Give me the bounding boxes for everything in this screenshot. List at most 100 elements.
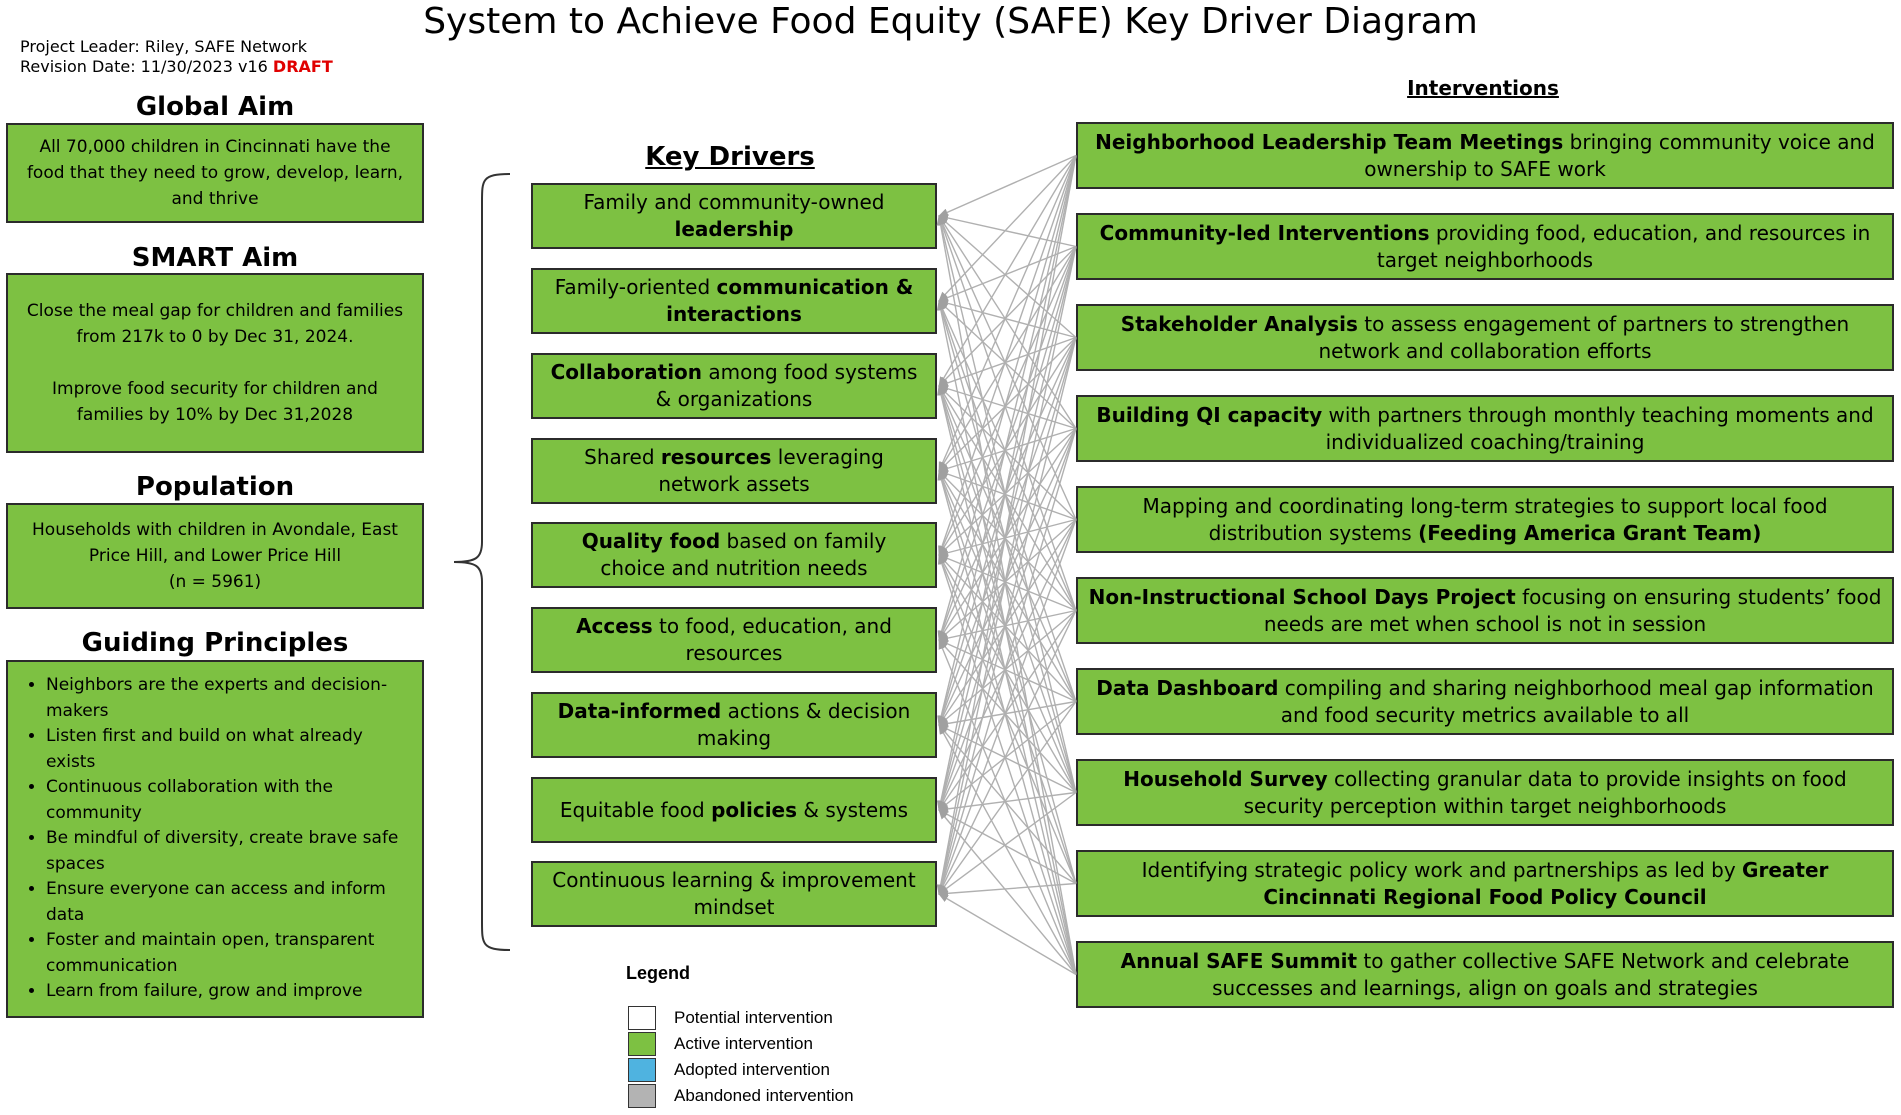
intervention-box: Annual SAFE Summit to gather collective … <box>1076 941 1894 1008</box>
guiding-principles-box: Neighbors are the experts and decision-m… <box>6 660 424 1018</box>
connector-arrow <box>938 385 1077 611</box>
legend-item: Abandoned intervention <box>628 1083 854 1109</box>
legend-label: Active intervention <box>674 1034 813 1053</box>
bold-segment: Community-led Interventions <box>1099 220 1430 245</box>
guiding-principle-item: Listen first and build on what already e… <box>46 724 412 775</box>
key-driver-label: Collaboration among food systems & organ… <box>547 359 921 413</box>
guiding-principle-item: Continuous collaboration with the commun… <box>46 775 412 826</box>
connector-arrow <box>938 337 1077 641</box>
legend-item: Active intervention <box>628 1031 854 1057</box>
connector-arrow <box>938 791 1077 813</box>
text-segment: Shared <box>584 445 661 469</box>
connector-arrow <box>938 519 1077 726</box>
key-driver-label: Data-informed actions & decision making <box>547 698 921 752</box>
bold-segment: Household Survey <box>1123 766 1328 791</box>
connector-arrow <box>936 155 1077 895</box>
connector-arrow <box>937 246 1077 811</box>
connector-arrow <box>938 385 1077 793</box>
connector-arrow <box>938 470 1077 702</box>
bold-segment: policies <box>711 797 798 822</box>
revision-text: Revision Date: 11/30/2023 v16 <box>20 57 268 76</box>
connector-arrow <box>938 299 1077 339</box>
bold-segment: Data-informed <box>557 699 722 723</box>
intervention-box: Identifying strategic policy work and pa… <box>1076 850 1894 917</box>
legend-label: Abandoned intervention <box>674 1086 854 1105</box>
text-segment: with partners through monthly teaching m… <box>1322 402 1874 454</box>
connector-arrow <box>938 882 1077 898</box>
text-segment: based on family choice and nutrition nee… <box>600 529 887 580</box>
connector-arrow <box>938 701 1077 895</box>
connector-arrow <box>937 428 1077 895</box>
revision-date: Revision Date: 11/30/2023 v16 DRAFT <box>20 57 333 77</box>
intervention-box: Non-Instructional School Days Project fo… <box>1076 577 1894 644</box>
text-segment: collecting granular data to provide insi… <box>1243 766 1847 818</box>
connector-arrow <box>938 518 1077 641</box>
connector-arrow <box>938 609 1077 643</box>
connector-arrow <box>938 336 1077 472</box>
text-segment: Equitable food <box>559 797 712 822</box>
legend-swatch <box>628 1058 656 1082</box>
intervention-label: Building QI capacity with partners throu… <box>1088 402 1882 456</box>
guiding-principles-heading: Guiding Principles <box>81 628 349 658</box>
connector-arrow <box>937 470 1077 975</box>
bold-segment: Quality food <box>581 529 721 553</box>
interventions-heading: Interventions <box>1407 76 1559 100</box>
connector-arrow <box>938 519 1077 811</box>
population-heading: Population <box>135 472 295 502</box>
connector-arrow <box>938 609 1077 726</box>
bold-segment: (Feeding America Grant Team) <box>1418 520 1762 545</box>
text-segment: Continuous learning & improvement mindse… <box>552 868 916 919</box>
connector-arrow <box>938 724 1077 975</box>
bold-segment: leadership <box>674 217 794 241</box>
draft-label: DRAFT <box>272 57 333 76</box>
intervention-label: Identifying strategic policy work and pa… <box>1088 857 1882 911</box>
key-driver-box: Equitable food policies & systems <box>531 777 937 843</box>
text-segment: & systems <box>797 797 909 822</box>
connector-arrow <box>938 554 1077 702</box>
connector-arrow <box>938 385 1077 702</box>
key-driver-label: Shared resources leveraging network asse… <box>547 444 921 498</box>
connector-arrow <box>938 427 1077 556</box>
connector-arrow <box>937 337 1077 895</box>
connector-arrow <box>938 300 1077 611</box>
connector-arrow <box>938 337 1077 556</box>
global-aim-heading: Global Aim <box>135 92 295 122</box>
key-driver-label: Family-oriented communication & interact… <box>547 274 921 328</box>
bold-segment: Collaboration <box>550 360 703 384</box>
connector-arrow <box>938 893 1077 976</box>
legend-swatch <box>628 1032 656 1056</box>
text-segment: Family-oriented <box>554 275 717 299</box>
bold-segment: communication & interactions <box>666 275 914 326</box>
legend-title: Legend <box>626 963 691 983</box>
key-driver-box: Data-informed actions & decision making <box>531 692 937 758</box>
connector-arrow <box>938 610 1077 811</box>
intervention-box: Mapping and coordinating long-term strat… <box>1076 486 1894 553</box>
connector-arrow <box>937 155 1077 726</box>
text-segment: to assess engagement of partners to stre… <box>1318 311 1850 363</box>
text-segment: actions & decision making <box>696 699 911 750</box>
bold-segment: Stakeholder Analysis <box>1120 311 1358 336</box>
bold-segment: resources <box>660 445 772 469</box>
global-aim-box: All 70,000 children in Cincinnati have t… <box>6 123 424 223</box>
smart-aim-line-2: Improve food security for children and f… <box>52 379 378 425</box>
bold-segment: Annual SAFE Summit <box>1120 948 1358 973</box>
intervention-label: Community-led Interventions providing fo… <box>1088 220 1882 274</box>
connector-arrow <box>938 639 1077 793</box>
intervention-box: Community-led Interventions providing fo… <box>1076 213 1894 280</box>
connector-arrow <box>938 155 1077 387</box>
text-segment: compiling and sharing neighborhood meal … <box>1278 675 1874 727</box>
intervention-label: Data Dashboard compiling and sharing nei… <box>1088 675 1882 729</box>
connector-arrow <box>938 518 1077 557</box>
connector-arrow <box>938 300 1077 430</box>
connector-arrow <box>938 154 1077 217</box>
text-segment: among food systems & organizations <box>655 360 918 411</box>
connector-arrow <box>937 155 1077 641</box>
intervention-label: Mapping and coordinating long-term strat… <box>1088 493 1882 547</box>
connector-arrow <box>938 215 1077 429</box>
connector-arrow <box>938 791 1077 895</box>
connector-arrow <box>938 428 1077 811</box>
guiding-principle-item: Foster and maintain open, transparent co… <box>46 928 412 979</box>
text-segment: to gather collective SAFE Network and ce… <box>1212 948 1850 1000</box>
connector-arrow <box>938 245 1077 302</box>
